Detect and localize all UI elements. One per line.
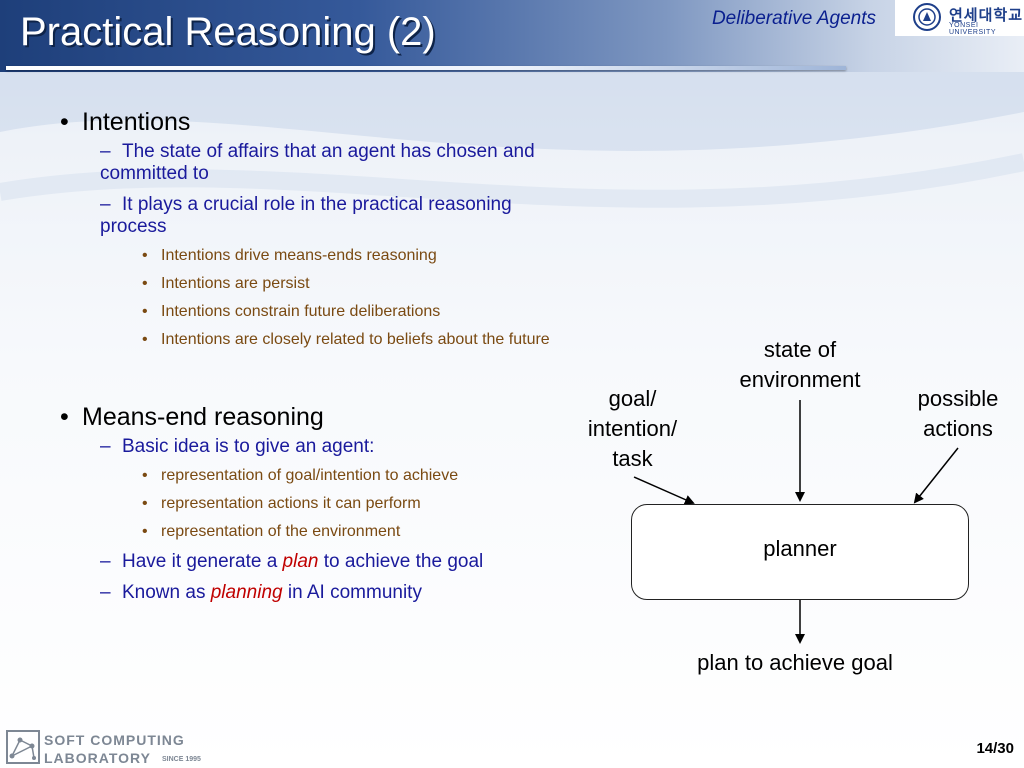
bullet-dot-icon: • bbox=[142, 467, 148, 484]
bullet-dot-icon: • bbox=[142, 275, 148, 292]
background-swoosh bbox=[0, 72, 1024, 208]
subbullet-label: Basic idea is to give an agent: bbox=[122, 436, 375, 457]
sub-subbullet-label: Intentions drive means-ends reasoning bbox=[161, 247, 437, 264]
sub-subbullet: • Intentions drive means-ends reasoning bbox=[142, 247, 580, 265]
label-goal-intention-task: goal/ intention/ task bbox=[587, 386, 678, 471]
generate-text: Have it generate a bbox=[122, 551, 283, 572]
label-state-of-environment: state of environment bbox=[739, 337, 861, 392]
label-possible-actions: possible actions bbox=[917, 386, 999, 441]
sub-subbullet-label: Intentions are closely related to belief… bbox=[161, 331, 550, 348]
sub-subbullet: • representation of the environment bbox=[142, 523, 580, 541]
diagram-arrows bbox=[633, 400, 959, 644]
bullet-dot-icon: • bbox=[142, 495, 148, 512]
subbullet-label: The state of affairs that an agent has c… bbox=[100, 141, 535, 184]
lab-name-line2: LABORATORY bbox=[44, 750, 151, 766]
sub-subbullet-label: representation of the environment bbox=[161, 523, 401, 540]
sub-subbullet: • Intentions are persist bbox=[142, 275, 580, 293]
bullet-dot-icon: • bbox=[142, 303, 148, 320]
bullet-intentions: • Intentions bbox=[60, 108, 580, 137]
university-seal-icon bbox=[913, 3, 941, 31]
bullet-means-end-label: Means-end reasoning bbox=[82, 403, 324, 431]
network-graph-icon bbox=[6, 730, 40, 764]
known-text-tail: in AI community bbox=[282, 582, 422, 603]
bullet-dot-icon: • bbox=[142, 523, 148, 540]
arrow-goal-to-planner bbox=[633, 476, 695, 505]
subbullet: –Have it generate a plan to achieve the … bbox=[100, 551, 580, 573]
sub-subbullet-label: Intentions constrain future deliberation… bbox=[161, 303, 441, 320]
university-logo: 연세대학교 YONSEI UNIVERSITY bbox=[895, 0, 1024, 36]
lab-name-line1: SOFT COMPUTING bbox=[44, 732, 185, 748]
header-band bbox=[0, 0, 1024, 72]
dash-icon: – bbox=[100, 194, 111, 215]
sub-subbullet: • Intentions are closely related to belie… bbox=[142, 331, 580, 349]
bullet-dot-icon: • bbox=[60, 403, 69, 431]
section-tag: Deliberative Agents bbox=[711, 8, 876, 29]
bullet-dot-icon: • bbox=[142, 247, 148, 264]
university-name-english: YONSEI UNIVERSITY bbox=[949, 22, 997, 36]
sub-subbullet-label: representation actions it can perform bbox=[161, 495, 421, 512]
subbullet: –Basic idea is to give an agent: bbox=[100, 436, 580, 458]
generate-text-tail: to achieve the goal bbox=[318, 551, 484, 572]
bullet-means-end: • Means-end reasoning bbox=[60, 403, 580, 432]
dash-icon: – bbox=[100, 551, 111, 572]
subbullet: –Known as planning in AI community bbox=[100, 582, 580, 604]
subbullet: –The state of affairs that an agent has … bbox=[100, 141, 580, 185]
bullet-intentions-label: Intentions bbox=[82, 108, 191, 136]
university-name: 연세대학교 bbox=[949, 7, 1024, 24]
sub-subbullet-label: Intentions are persist bbox=[161, 275, 310, 292]
dash-icon: – bbox=[100, 141, 111, 162]
title-underline bbox=[6, 66, 846, 70]
planner-diagram: state of environment goal/ intention/ ta… bbox=[560, 330, 1024, 700]
bullet-dot-icon: • bbox=[60, 108, 69, 136]
slide-title: Practical Reasoning (2) bbox=[20, 10, 436, 54]
label-plan-to-achieve-goal: plan to achieve goal bbox=[697, 650, 893, 675]
sub-subbullet: • representation of goal/intention to ach… bbox=[142, 467, 580, 485]
emphasis-planning: planning bbox=[210, 582, 283, 603]
planner-label: planner bbox=[763, 536, 837, 561]
subbullet-label: It plays a crucial role in the practical… bbox=[100, 194, 512, 237]
lab-logo: SOFT COMPUTING LABORATORY SINCE 1995 bbox=[6, 730, 206, 768]
sub-subbullet: • representation actions it can perform bbox=[142, 495, 580, 513]
arrow-actions-to-planner bbox=[913, 447, 959, 504]
dash-icon: – bbox=[100, 436, 111, 457]
lab-since: SINCE 1995 bbox=[162, 756, 201, 763]
bullet-content: •Intentions –The state of affairs that a… bbox=[60, 108, 580, 613]
subbullet: –It plays a crucial role in the practica… bbox=[100, 194, 580, 238]
emphasis-plan: plan bbox=[282, 551, 319, 572]
sub-subbullet-label: representation of goal/intention to achi… bbox=[161, 467, 459, 484]
sub-subbullet: • Intentions constrain future deliberatio… bbox=[142, 303, 580, 321]
page-number: 14/30 bbox=[976, 740, 1014, 757]
known-text: Known as bbox=[122, 582, 211, 603]
dash-icon: – bbox=[100, 582, 111, 603]
bullet-dot-icon: • bbox=[142, 331, 148, 348]
planner-box: planner bbox=[631, 504, 969, 600]
